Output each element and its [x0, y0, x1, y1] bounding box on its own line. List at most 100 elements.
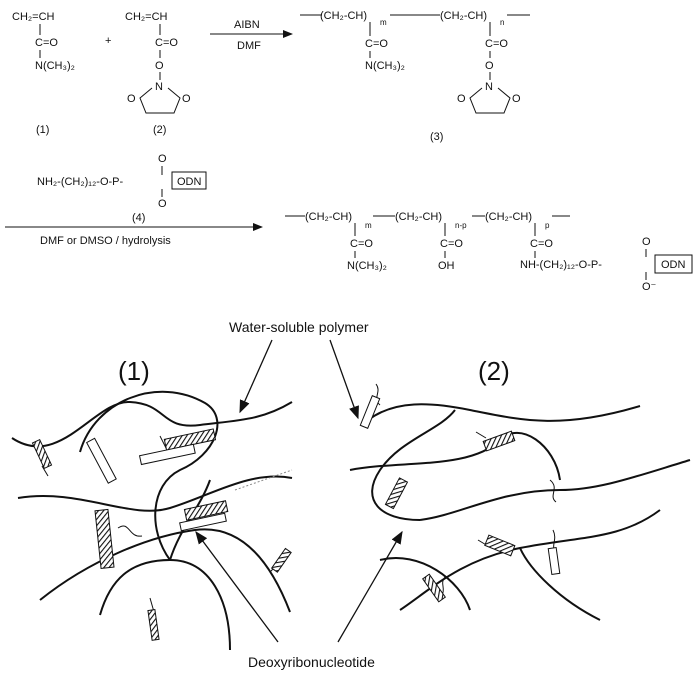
reaction-scheme: CH₂=CH C=O N(CH₃)₂ (1) + CH₂=CH C=O O N …: [5, 10, 693, 293]
polymer-chain: [17, 475, 293, 512]
final-amine: N(CH₃)₂: [347, 260, 387, 272]
reactant-1-number: (1): [36, 124, 49, 136]
final-product: (CH₂-CH) m (CH₂-CH) n-p (CH₂-CH) p C=O N…: [285, 211, 693, 293]
final-hydroxyl: OH: [438, 260, 455, 272]
product-3-m: m: [380, 18, 387, 27]
pointer-arrow-nucleotide-2: [337, 530, 403, 643]
panel-1-label: (1): [118, 356, 150, 386]
oligo-hatched: [384, 477, 409, 510]
final-odn: ODN: [661, 259, 686, 271]
odn-box: [654, 254, 693, 274]
illustration: Water-soluble polymer (1) (2) Deoxyribon…: [11, 319, 691, 670]
oligo-open: [547, 547, 561, 575]
polymer-chain: [79, 390, 219, 561]
panel-2-network: [349, 403, 691, 621]
reagent-4-o-bottom: O: [158, 198, 167, 210]
reagent-4-formula: NH₂-(CH₂)₁₂-O-P-: [37, 176, 124, 188]
reactant-1-vinyl: CH₂=CH: [12, 11, 55, 23]
reactant-2: CH₂=CH C=O O N O O (2): [125, 11, 191, 136]
top-caption: Water-soluble polymer: [229, 319, 369, 335]
product-3-ring-o2: O: [512, 93, 521, 105]
polymer-chain: [349, 431, 561, 481]
reagent-4-number: (4): [132, 212, 145, 224]
final-block-p: (CH₂-CH): [485, 211, 532, 223]
reactant-2-carbonyl: C=O: [155, 37, 178, 49]
reactant-2-vinyl: CH₂=CH: [125, 11, 168, 23]
tether: [117, 525, 143, 537]
reaction-arrow-2: DMF or DMSO / hydrolysis: [5, 223, 263, 247]
oligo-open: [138, 443, 196, 466]
final-np: n-p: [455, 221, 467, 230]
reactant-2-oxygen: O: [155, 60, 164, 72]
odn-box: [171, 171, 207, 190]
pointer-arrow-polymer-2: [329, 339, 359, 420]
product-3-block-m: (CH₂-CH): [320, 10, 367, 22]
arrow-1-solvent: DMF: [237, 40, 261, 52]
faint-oligo: [234, 469, 293, 491]
final-block-np: (CH₂-CH): [395, 211, 442, 223]
oligo-hatched: [484, 534, 516, 557]
final-carbonyl-b: C=O: [440, 238, 463, 250]
polymer-chain: [99, 558, 231, 651]
oligo-open: [359, 395, 381, 429]
plus-sign: +: [105, 35, 111, 47]
tether: [549, 479, 557, 503]
tether: [375, 383, 381, 406]
product-3-oxygen: O: [485, 60, 494, 72]
final-block-m: (CH₂-CH): [305, 211, 352, 223]
final-p: p: [545, 221, 550, 230]
reagent-4-o-top: O: [158, 153, 167, 165]
oligo-hatched: [183, 500, 229, 521]
product-3-carbonyl-b: C=O: [485, 38, 508, 50]
reactant-1: CH₂=CH C=O N(CH₃)₂ (1): [12, 11, 75, 136]
final-o-bottom: O⁻: [642, 281, 657, 293]
succinimide-ring: [469, 87, 511, 114]
final-linker: NH-(CH₂)₁₂-O-P-: [520, 259, 602, 271]
oligo-hatched: [482, 430, 516, 452]
arrow-2-conditions: DMF or DMSO / hydrolysis: [40, 235, 171, 247]
succinimide-ring: [139, 87, 181, 114]
oligo-open: [179, 512, 227, 532]
oligo-hatched: [147, 609, 160, 641]
pointer-arrow-nucleotide-1: [195, 530, 279, 643]
oligo-hatched: [94, 508, 115, 570]
product-3-block-n: (CH₂-CH): [440, 10, 487, 22]
polymer-chain: [39, 528, 291, 613]
reactant-1-carbonyl: C=O: [35, 37, 58, 49]
final-m: m: [365, 221, 372, 230]
polymer-chain: [367, 403, 641, 422]
reactant-2-number: (2): [153, 124, 166, 136]
panel-2-label: (2): [478, 356, 510, 386]
product-3-n: n: [500, 18, 504, 27]
final-carbonyl-c: C=O: [530, 238, 553, 250]
panel-2-oligos: [359, 383, 561, 603]
product-3-ring-o1: O: [457, 93, 466, 105]
polymer-chain: [519, 547, 601, 621]
polymer-chain: [379, 557, 471, 611]
final-carbonyl-a: C=O: [350, 238, 373, 250]
polymer-chain: [419, 459, 691, 521]
pointer-arrow-polymer-1: [239, 339, 273, 414]
polymer-chain: [11, 400, 293, 448]
reactant-2-ring-o1: O: [127, 93, 136, 105]
product-3-amine: N(CH₃)₂: [365, 60, 405, 72]
reagent-4: O NH₂-(CH₂)₁₂-O-P- O ODN (4): [37, 153, 207, 224]
reaction-arrow-1: AIBN DMF: [210, 19, 293, 52]
bottom-caption: Deoxyribonucleotide: [248, 654, 375, 670]
oligo-hatched: [270, 547, 292, 573]
final-o-top: O: [642, 236, 651, 248]
oligo-hatched: [31, 438, 53, 470]
reactant-1-amine: N(CH₃)₂: [35, 60, 75, 72]
product-3-ring-nitrogen: N: [485, 81, 493, 93]
reactant-2-ring-o2: O: [182, 93, 191, 105]
panel-1-oligos: [31, 428, 293, 641]
product-3: (CH₂-CH) m (CH₂-CH) n C=O N(CH₃)₂ C=O O …: [300, 10, 530, 143]
polymer-chain: [371, 409, 456, 521]
reactant-2-ring-nitrogen: N: [155, 81, 163, 93]
reagent-4-odn: ODN: [177, 176, 202, 188]
oligo-hatched: [421, 573, 447, 603]
tether: [475, 431, 487, 439]
oligo-open: [85, 437, 117, 484]
arrow-1-reagent: AIBN: [234, 19, 260, 31]
